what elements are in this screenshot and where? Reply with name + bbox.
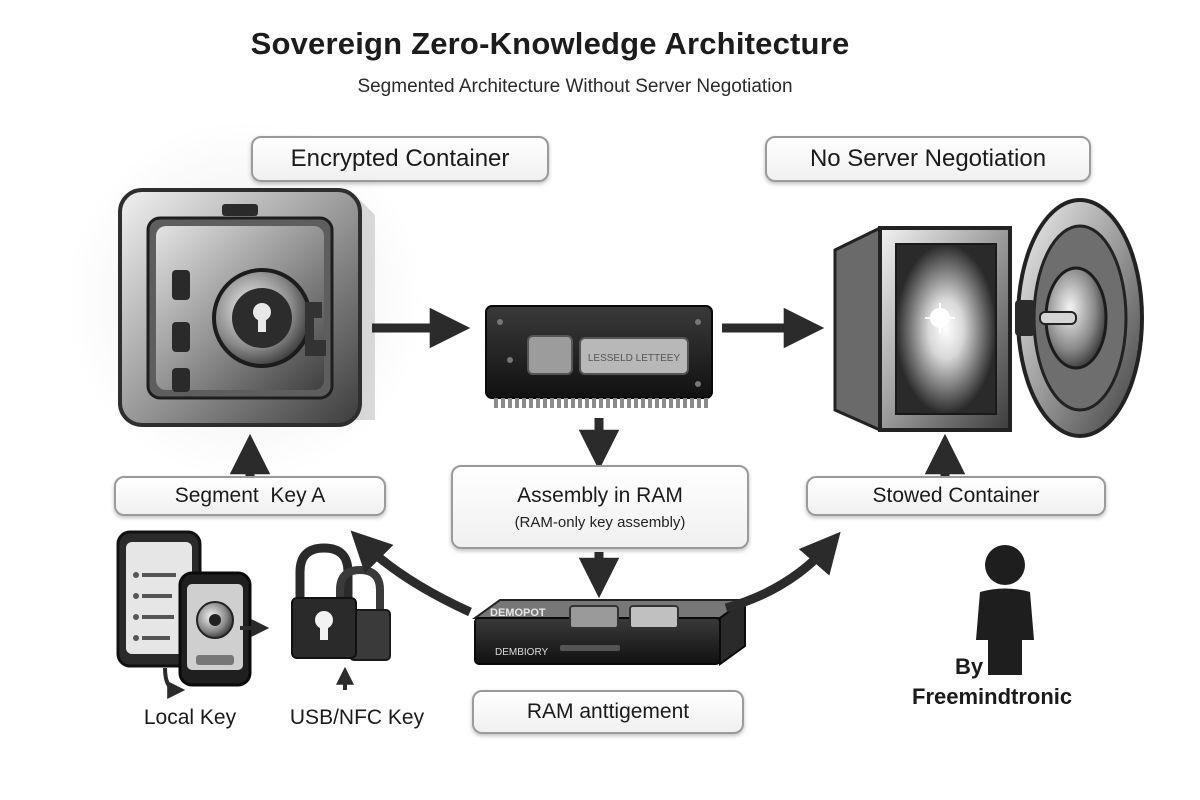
diagram-title: Sovereign Zero-Knowledge Architecture bbox=[250, 26, 850, 61]
ram-pin bbox=[669, 398, 673, 408]
encrypted-container-box: Encrypted Container bbox=[251, 136, 549, 182]
local-key-label: Local Key bbox=[143, 706, 237, 729]
hardware-device-text-1: DEMOPOT bbox=[490, 607, 546, 619]
arrow-local-key bbox=[163, 667, 186, 699]
ram-module-icon: LESSELD LETTEEY bbox=[485, 305, 713, 408]
ram-pin bbox=[543, 398, 547, 408]
segment-key-a-label: Segment Key A bbox=[174, 484, 326, 507]
ram-pin bbox=[662, 398, 666, 408]
person-icon bbox=[976, 545, 1034, 675]
padlocks-icon bbox=[291, 543, 391, 661]
ram-pin bbox=[515, 398, 519, 408]
assembly-in-ram-box: Assembly in RAM (RAM-only key assembly) bbox=[451, 465, 749, 549]
ram-pin bbox=[683, 398, 687, 408]
ram-pin bbox=[557, 398, 561, 408]
ram-pin bbox=[641, 398, 645, 408]
credit-name: Freemindtronic bbox=[912, 684, 1073, 709]
ram-pin bbox=[550, 398, 554, 408]
arrow-device-to-segment-key bbox=[350, 530, 472, 617]
ram-pin bbox=[599, 398, 603, 408]
arrow-device-to-stowed bbox=[724, 531, 841, 613]
ram-pin bbox=[501, 398, 505, 408]
stowed-container-box: Stowed Container bbox=[806, 476, 1106, 516]
ram-pin bbox=[655, 398, 659, 408]
ram-pin bbox=[690, 398, 694, 408]
hardware-device-icon: DEMOPOT DEMBIORY bbox=[471, 598, 749, 666]
hardware-device-text-2: DEMBIORY bbox=[495, 647, 548, 658]
assembly-in-ram-note: (RAM-only key assembly) bbox=[514, 513, 686, 531]
flow-arrows bbox=[163, 307, 966, 699]
ram-pin bbox=[648, 398, 652, 408]
ram-pin bbox=[494, 398, 498, 408]
ram-pin bbox=[613, 398, 617, 408]
stowed-container-label: Stowed Container bbox=[872, 484, 1040, 507]
ram-pin bbox=[634, 398, 638, 408]
segment-key-a-box: Segment Key A bbox=[114, 476, 386, 516]
no-server-negotiation-label: No Server Negotiation bbox=[809, 145, 1047, 172]
ram-pin bbox=[585, 398, 589, 408]
ram-pin bbox=[578, 398, 582, 408]
no-server-negotiation-box: No Server Negotiation bbox=[765, 136, 1091, 182]
ram-pin bbox=[522, 398, 526, 408]
ram-module-chip-text: LESSELD LETTEEY bbox=[588, 353, 681, 364]
ram-pin bbox=[606, 398, 610, 408]
ram-pin bbox=[592, 398, 596, 408]
assembly-in-ram-label: Assembly in RAM bbox=[517, 483, 683, 507]
ram-pin bbox=[676, 398, 680, 408]
closed-safe-icon bbox=[118, 188, 375, 427]
ram-pin bbox=[571, 398, 575, 408]
ram-pin bbox=[704, 398, 708, 408]
ram-pin bbox=[620, 398, 624, 408]
open-safe-icon bbox=[833, 198, 1144, 438]
credit-by: By bbox=[955, 654, 984, 679]
ram-antigement-box: RAM anttigement bbox=[472, 690, 744, 734]
ram-antigement-label: RAM anttigement bbox=[526, 700, 690, 723]
ram-pin bbox=[627, 398, 631, 408]
ram-pin bbox=[536, 398, 540, 408]
encrypted-container-label: Encrypted Container bbox=[290, 145, 510, 172]
ram-pin bbox=[508, 398, 512, 408]
smartphones-icon bbox=[116, 530, 252, 687]
usb-nfc-key-label: USB/NFC Key bbox=[289, 706, 425, 729]
ram-pin bbox=[697, 398, 701, 408]
ram-pin bbox=[529, 398, 533, 408]
diagram-subtitle: Segmented Architecture Without Server Ne… bbox=[357, 76, 793, 97]
ram-pin bbox=[564, 398, 568, 408]
